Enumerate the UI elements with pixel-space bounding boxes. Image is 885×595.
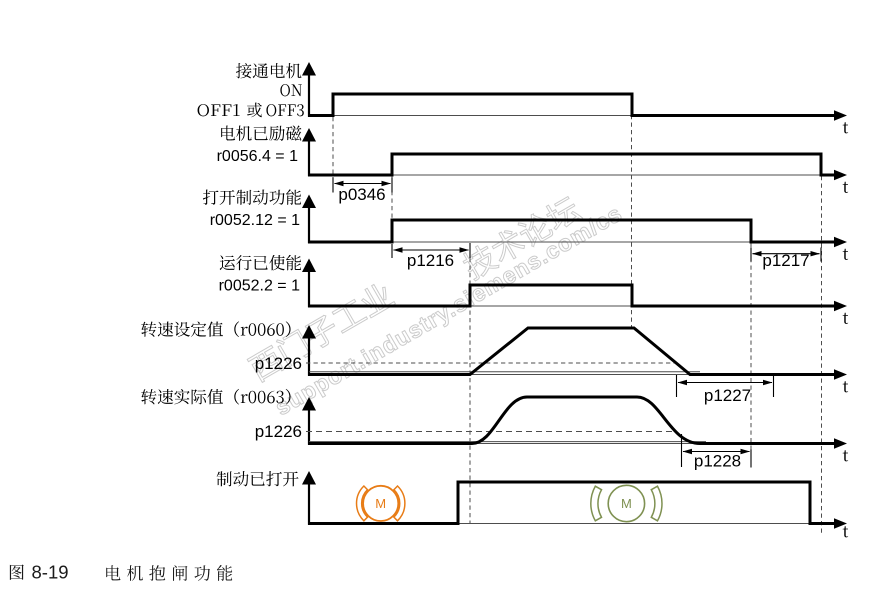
svg-text:p1216: p1216 [407,251,454,270]
svg-text:p1226: p1226 [255,354,302,373]
svg-text:p1227: p1227 [704,386,751,405]
svg-text:p1226: p1226 [255,422,302,441]
svg-text:8-19: 8-19 [32,562,69,583]
svg-text:p0346: p0346 [338,185,385,204]
svg-text:r0052.2 = 1: r0052.2 = 1 [219,278,301,295]
svg-text:p1217: p1217 [762,251,809,270]
svg-text:M: M [621,496,632,511]
svg-text:M: M [375,496,386,511]
svg-text:r0052.12 = 1: r0052.12 = 1 [210,212,300,229]
svg-text:r0056.4 = 1: r0056.4 = 1 [217,148,299,165]
svg-text:p1228: p1228 [694,452,741,471]
